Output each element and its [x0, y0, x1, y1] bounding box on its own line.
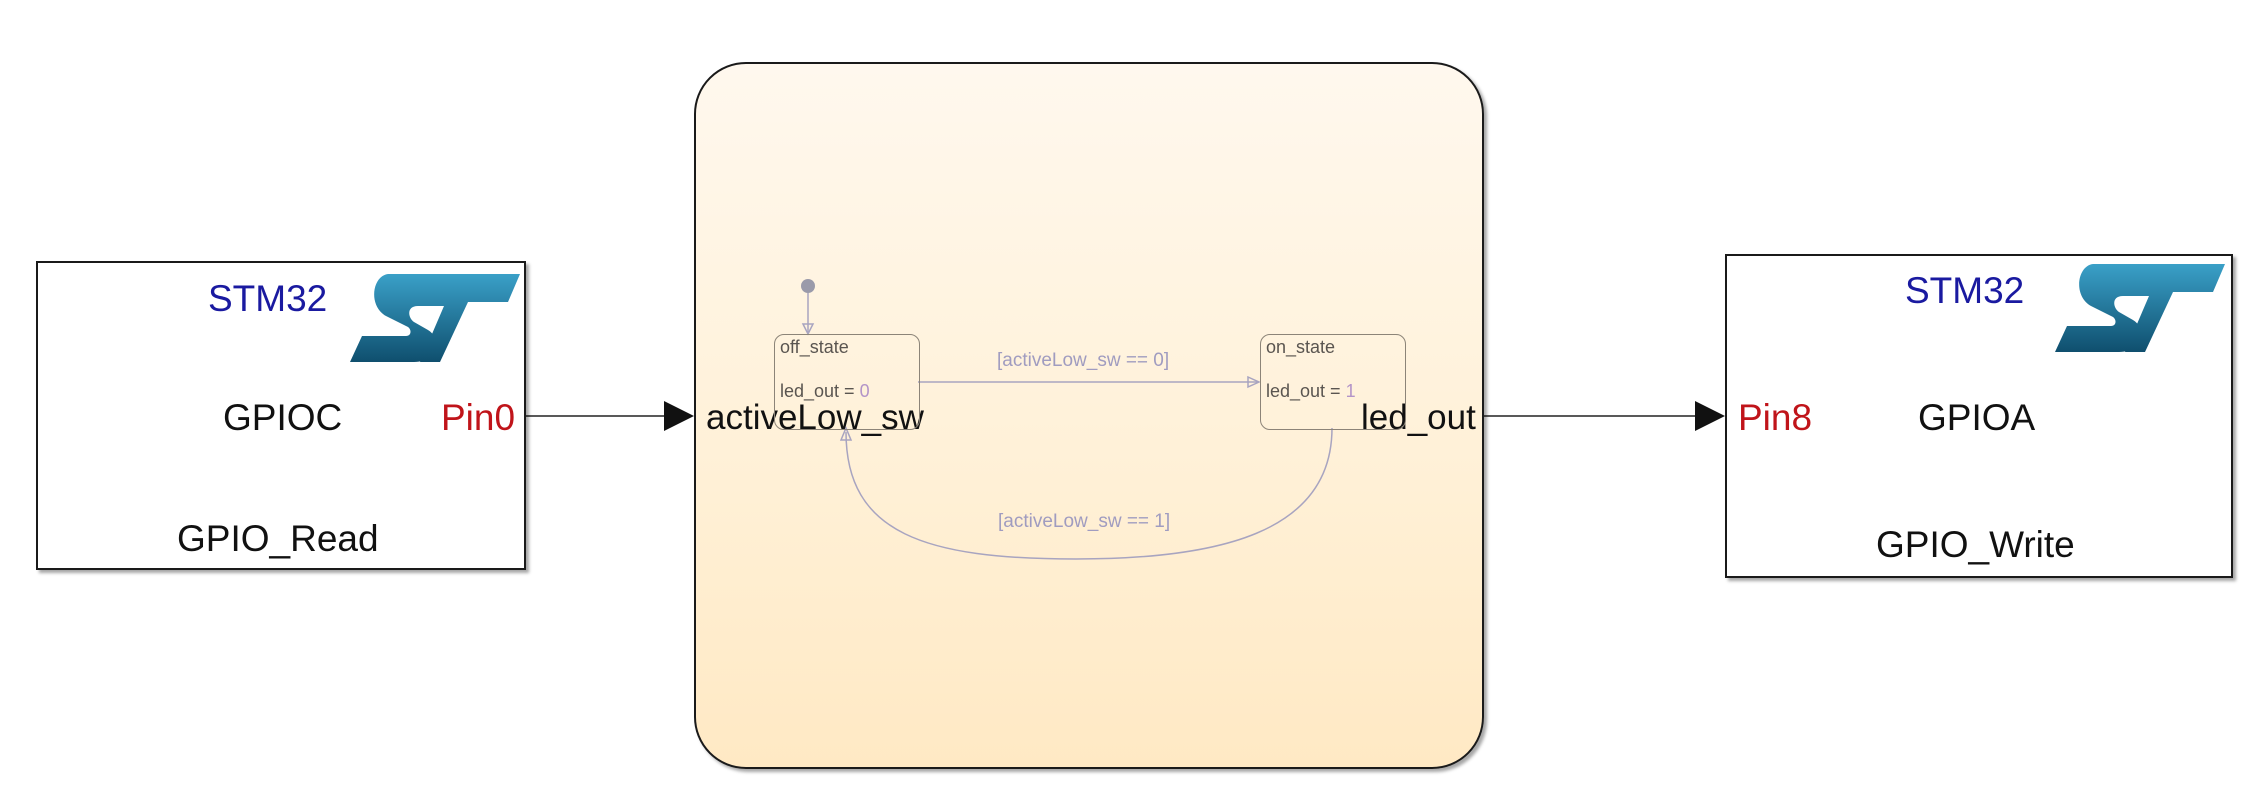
transition-off-to-on-arrowhead	[1247, 375, 1261, 389]
state-off-action-value: 0	[859, 381, 870, 401]
write-vendor-label: STM32	[1905, 270, 2025, 311]
wire-read-to-chart-arrowhead	[664, 401, 694, 431]
state-on-name: on_state	[1266, 337, 1336, 357]
default-transition-dot	[801, 279, 815, 293]
write-port-label: GPIOA	[1918, 397, 2036, 438]
chart-input-port-label: activeLow_sw	[706, 398, 924, 437]
state-on-action: led_out = 1	[1266, 381, 1356, 402]
state-on[interactable]: on_state led_out = 1	[1260, 334, 1406, 430]
state-on-action-value: 1	[1345, 381, 1356, 401]
read-port-label: GPIOC	[223, 397, 343, 438]
write-block-label: GPIO_Write	[1876, 524, 2075, 565]
transition-on-to-off[interactable]	[845, 427, 1333, 560]
state-off-name: off_state	[780, 337, 849, 357]
write-pin-label: Pin8	[1738, 397, 1813, 438]
stateflow-chart[interactable]: activeLow_sw led_out off_state led_out =…	[694, 62, 1484, 769]
chart-output-port-label: led_out	[1361, 398, 1476, 437]
state-off[interactable]: off_state led_out = 0	[774, 334, 920, 430]
state-on-action-prefix: led_out =	[1266, 381, 1346, 401]
st-logo-icon	[2055, 264, 2225, 352]
guard-on-to-off: [activeLow_sw == 1]	[998, 511, 1171, 532]
state-off-action: led_out = 0	[780, 381, 870, 402]
guard-off-to-on: [activeLow_sw == 0]	[997, 350, 1170, 371]
read-block-label: GPIO_Read	[177, 518, 379, 559]
chart-transitions	[801, 279, 1333, 560]
default-transition-arrowhead	[801, 323, 815, 336]
st-logo-icon	[350, 274, 520, 362]
transition-on-to-off-arrowhead	[839, 426, 853, 441]
wire-chart-to-write-arrowhead	[1695, 401, 1725, 431]
read-pin-label: Pin0	[441, 397, 516, 438]
gpio-write-block[interactable]: Pin8 STM32 GPIOA GPIO_Write	[1725, 254, 2233, 578]
gpio-read-block[interactable]: STM32 GPIOC Pin0 GPIO_Read	[36, 261, 526, 570]
state-off-action-prefix: led_out =	[780, 381, 860, 401]
read-vendor-label: STM32	[208, 278, 328, 319]
